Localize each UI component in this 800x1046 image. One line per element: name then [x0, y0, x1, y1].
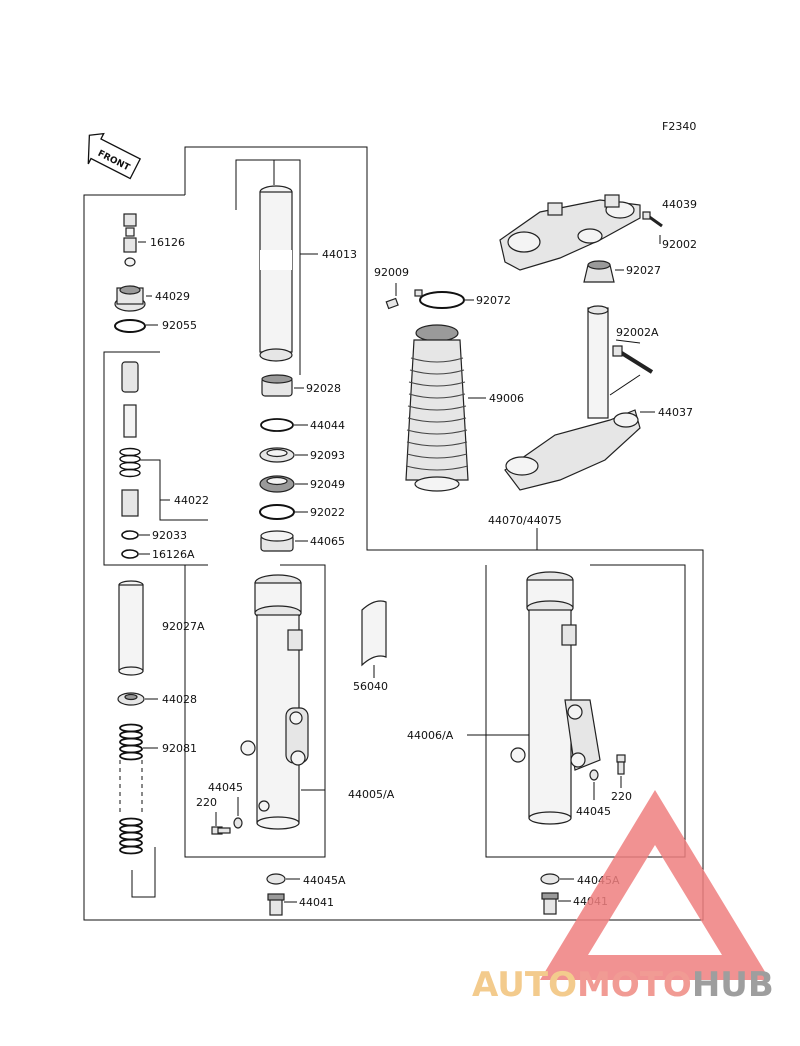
part-44006A — [467, 571, 601, 825]
part-44045A-right — [540, 873, 574, 885]
label-92093: 92093 — [310, 449, 345, 462]
label-220-left: 220 — [196, 796, 217, 809]
part-44045A-left — [266, 873, 300, 885]
part-44039 — [499, 194, 641, 271]
damper-group-frame — [103, 351, 208, 566]
label-16126A: 16126A — [152, 548, 195, 561]
part-92002 — [642, 211, 663, 244]
diagram-code: F2340 — [662, 120, 696, 133]
part-44041-right — [541, 892, 571, 915]
label-92002: 92002 — [662, 238, 697, 251]
part-44022 — [119, 361, 208, 521]
part-92093 — [259, 447, 308, 463]
part-92027 — [583, 260, 624, 283]
part-49006 — [405, 324, 486, 492]
part-92081 — [119, 723, 158, 898]
part-92009 — [385, 283, 399, 310]
part-44013 — [235, 159, 318, 375]
label-44044: 44044 — [310, 419, 345, 432]
svg-text:AUTOMOTOHUB: AUTOMOTOHUB — [472, 965, 774, 1005]
label-92072: 92072 — [476, 294, 511, 307]
part-92072 — [414, 289, 474, 309]
label-44022: 44022 — [174, 494, 209, 507]
part-44028 — [117, 692, 158, 706]
label-56040: 56040 — [353, 680, 388, 693]
part-220-left — [211, 812, 231, 835]
watermark-moto: MOTO — [577, 965, 692, 1005]
outer-frame — [83, 146, 704, 921]
label-44028: 44028 — [162, 693, 197, 706]
label-44045-right: 44045 — [576, 805, 611, 818]
part-44045-right — [589, 769, 599, 800]
part-92002A — [612, 339, 654, 374]
label-92028: 92028 — [306, 382, 341, 395]
label-220-right: 220 — [611, 790, 632, 803]
label-44065: 44065 — [310, 535, 345, 548]
part-92033 — [121, 530, 150, 540]
label-92002A: 92002A — [616, 326, 659, 339]
label-44029: 44029 — [155, 290, 190, 303]
label-44013: 44013 — [322, 248, 357, 261]
part-44041-left — [267, 893, 297, 916]
watermark-hub: HUB — [692, 965, 774, 1005]
label-44039: 44039 — [662, 198, 697, 211]
part-16126 — [123, 213, 146, 267]
label-44037: 44037 — [658, 406, 693, 419]
label-92055: 92055 — [162, 319, 197, 332]
part-92028 — [261, 374, 304, 397]
part-44044 — [260, 418, 308, 432]
label-44041-left: 44041 — [299, 896, 334, 909]
label-44045-left: 44045 — [208, 781, 243, 794]
label-92027A: 92027A — [162, 620, 205, 633]
front-arrow-icon: FRONT — [87, 132, 142, 180]
part-92055 — [114, 319, 158, 333]
part-220-right — [616, 754, 626, 788]
watermark-logo: AUTOMOTOHUB — [472, 790, 774, 1005]
part-44045-left — [233, 797, 243, 829]
part-92049 — [259, 475, 308, 493]
part-44005A — [240, 574, 325, 830]
part-44029 — [114, 285, 152, 312]
part-92022 — [259, 504, 308, 520]
part-92027A — [118, 580, 144, 676]
label-92027: 92027 — [626, 264, 661, 277]
part-16126A — [121, 549, 150, 559]
watermark-auto: AUTO — [472, 965, 577, 1005]
part-44065 — [260, 530, 308, 552]
label-44045A-left: 44045A — [303, 874, 346, 887]
label-44006A: 44006/A — [407, 729, 454, 742]
label-92081: 92081 — [162, 742, 197, 755]
label-44005A: 44005/A — [348, 788, 395, 801]
label-92009: 92009 — [374, 266, 409, 279]
label-44070: 44070/44075 — [488, 514, 562, 527]
label-49006: 49006 — [489, 392, 524, 405]
part-56040 — [361, 600, 387, 678]
label-92049: 92049 — [310, 478, 345, 491]
part-44037 — [504, 305, 655, 491]
left-tube-frame — [184, 564, 326, 858]
label-92033: 92033 — [152, 529, 187, 542]
label-92022: 92022 — [310, 506, 345, 519]
watermark-triangle-icon — [540, 790, 770, 980]
label-16126: 16126 — [150, 236, 185, 249]
